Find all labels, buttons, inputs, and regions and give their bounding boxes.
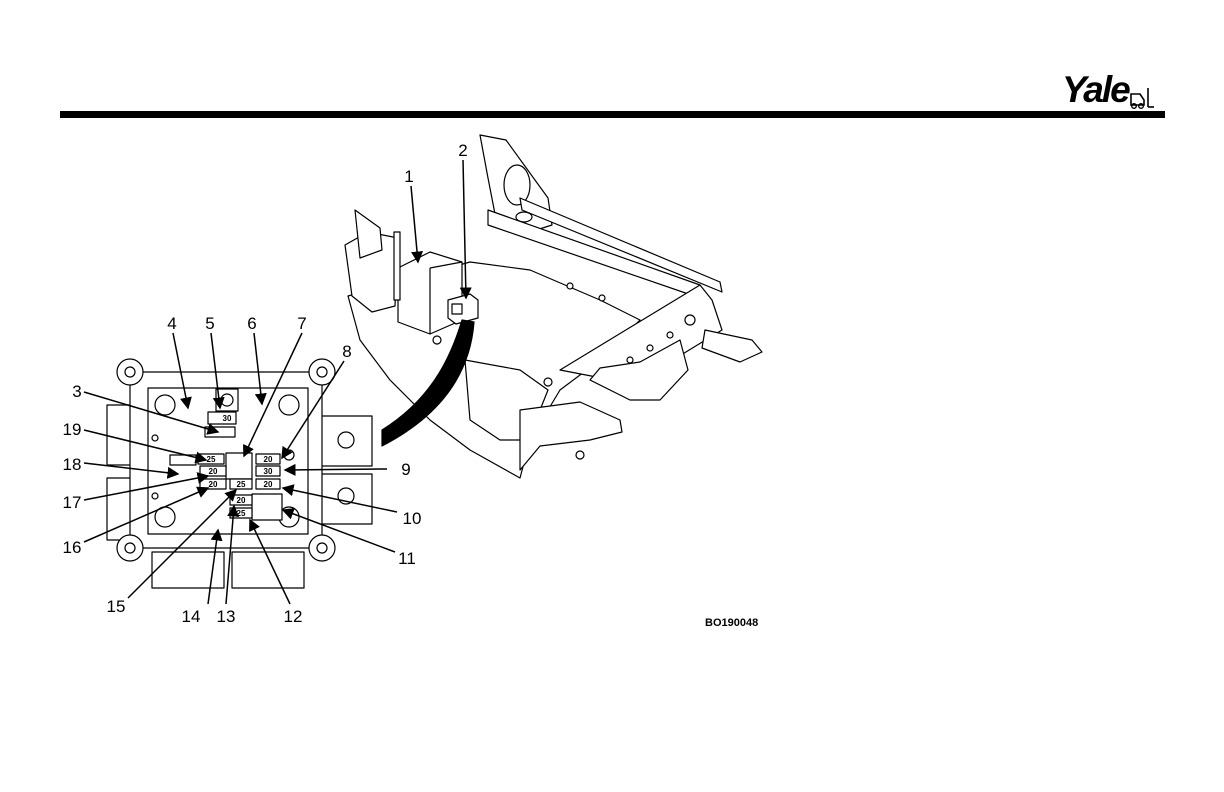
callout-5: 5 bbox=[205, 314, 214, 333]
callout-9: 9 bbox=[401, 460, 410, 479]
callout-16: 16 bbox=[63, 538, 82, 557]
callout-11: 11 bbox=[398, 549, 416, 568]
fuse-rating-12: 20 bbox=[237, 496, 246, 505]
callout-12: 12 bbox=[284, 607, 303, 626]
callout-2: 2 bbox=[458, 141, 467, 160]
callout-10: 10 bbox=[403, 509, 422, 528]
fuse-rating-10: 20 bbox=[264, 480, 273, 489]
callout-8: 8 bbox=[342, 342, 351, 361]
fuse-rating-15: 25 bbox=[237, 480, 246, 489]
fuse-panel-drawing bbox=[107, 359, 372, 588]
fuse-rating-16: 20 bbox=[209, 480, 218, 489]
fuse-rating-5: 30 bbox=[223, 414, 232, 423]
fuse-rating-13: 25 bbox=[237, 509, 246, 518]
figure-code: BO190048 bbox=[705, 617, 758, 629]
callout-3: 3 bbox=[72, 382, 81, 401]
callout-14: 14 bbox=[182, 607, 201, 626]
callout-1: 1 bbox=[404, 167, 413, 186]
callout-15: 15 bbox=[107, 597, 126, 616]
callout-17: 17 bbox=[63, 493, 82, 512]
callout-6: 6 bbox=[247, 314, 256, 333]
callout-4: 4 bbox=[167, 314, 176, 333]
fuse-rating-8: 20 bbox=[264, 455, 273, 464]
fuse-rating-17: 20 bbox=[209, 467, 218, 476]
callout-18: 18 bbox=[63, 455, 82, 474]
callout-7: 7 bbox=[297, 314, 306, 333]
callout-13: 13 bbox=[217, 607, 236, 626]
fuse-rating-9: 30 bbox=[264, 467, 273, 476]
callout-19: 19 bbox=[63, 420, 82, 439]
fuse-rating-19: 25 bbox=[207, 455, 216, 464]
